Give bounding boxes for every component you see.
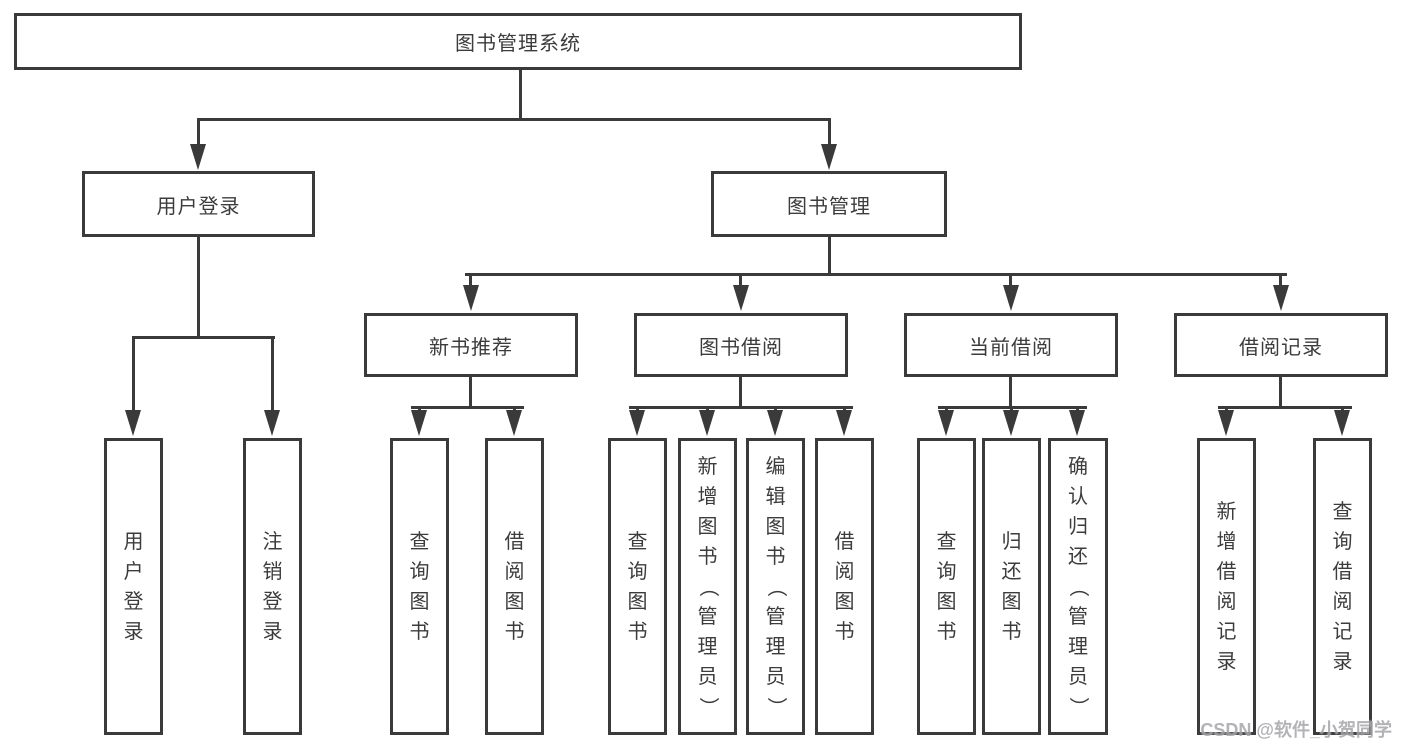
connector-line <box>1279 377 1282 406</box>
node-label: 注销登录 <box>262 530 283 643</box>
connector-line <box>197 118 200 146</box>
arrow-down <box>1003 285 1019 311</box>
arrow-down <box>821 144 837 170</box>
connector-line <box>271 336 274 412</box>
node-label: 查询借阅记录 <box>1332 500 1353 673</box>
arrow-down <box>629 410 645 436</box>
node-label: 图书借阅 <box>699 336 783 359</box>
node-label: 借阅图书 <box>834 530 855 643</box>
node-label: 图书管理系统 <box>455 33 581 55</box>
node-label: 图书管理 <box>787 195 871 218</box>
node-label: 编辑图书（管理员） <box>764 455 787 717</box>
node-borrow-records: 借阅记录 <box>1174 313 1388 377</box>
node-label: 查询图书 <box>936 530 957 643</box>
node-user-login: 用户登录 <box>82 171 315 237</box>
connector-line <box>197 237 200 336</box>
arrow-down <box>699 410 715 436</box>
leaf-add-books-admin: 新增图书（管理员） <box>678 438 737 735</box>
node-label: 查询图书 <box>627 530 648 643</box>
watermark: CSDN @软件_小贺同学 <box>1200 720 1392 740</box>
node-book-management: 图书管理 <box>711 171 947 237</box>
arrow-down <box>506 410 522 436</box>
arrow-down <box>264 410 280 436</box>
leaf-query-books-1: 查询图书 <box>390 438 449 735</box>
node-label: 当前借阅 <box>969 336 1053 359</box>
arrow-down <box>125 410 141 436</box>
node-label: 用户登录 <box>156 195 241 218</box>
connector-line <box>828 118 831 146</box>
node-label: 新书推荐 <box>429 336 513 359</box>
leaf-edit-books-admin: 编辑图书（管理员） <box>746 438 805 735</box>
connector-line <box>1009 377 1012 406</box>
connector-line <box>132 336 135 412</box>
connector-line <box>828 237 831 273</box>
arrow-down <box>1334 410 1350 436</box>
connector-line <box>519 70 522 118</box>
arrow-down <box>733 285 749 311</box>
arrow-down <box>1069 410 1085 436</box>
node-current-borrow: 当前借阅 <box>904 313 1118 377</box>
node-label: 确认归还（管理员） <box>1067 455 1089 717</box>
leaf-query-books-2: 查询图书 <box>608 438 667 735</box>
node-root: 图书管理系统 <box>14 13 1022 70</box>
node-label: 新增图书（管理员） <box>696 455 719 717</box>
connector-line <box>411 406 524 409</box>
leaf-user-login: 用户登录 <box>104 438 163 735</box>
connector-line <box>465 273 1287 276</box>
node-label: 借阅记录 <box>1239 336 1323 359</box>
node-book-borrow: 图书借阅 <box>634 313 848 377</box>
connector-line <box>1009 273 1012 287</box>
arrow-down <box>190 144 206 170</box>
node-label: 查询图书 <box>409 530 430 643</box>
leaf-borrow-books-1: 借阅图书 <box>485 438 544 735</box>
leaf-borrow-books-2: 借阅图书 <box>815 438 874 735</box>
connector-line <box>1218 406 1352 409</box>
connector-line <box>469 377 472 406</box>
connector-line <box>132 336 275 339</box>
connector-line <box>739 273 742 287</box>
leaf-query-borrow-record: 查询借阅记录 <box>1313 438 1372 735</box>
connector-line <box>469 273 472 287</box>
arrow-down <box>938 410 954 436</box>
connector-line <box>1279 273 1282 287</box>
arrow-down <box>1218 410 1234 436</box>
connector-line <box>197 118 831 121</box>
node-label: 借阅图书 <box>504 530 525 643</box>
leaf-return-books: 归还图书 <box>982 438 1041 735</box>
leaf-add-borrow-record: 新增借阅记录 <box>1197 438 1256 735</box>
arrow-down <box>1273 285 1289 311</box>
connector-line <box>739 377 742 406</box>
arrow-down <box>836 410 852 436</box>
node-label: 用户登录 <box>123 530 144 643</box>
arrow-down <box>1003 410 1019 436</box>
connector-line <box>629 406 853 409</box>
node-new-book-recommend: 新书推荐 <box>364 313 578 377</box>
arrow-down <box>463 285 479 311</box>
node-label: 新增借阅记录 <box>1216 500 1237 673</box>
leaf-logout: 注销登录 <box>243 438 302 735</box>
arrow-down <box>411 410 427 436</box>
leaf-query-books-3: 查询图书 <box>917 438 976 735</box>
node-label: 归还图书 <box>1001 530 1022 643</box>
leaf-confirm-return-admin: 确认归还（管理员） <box>1048 438 1108 735</box>
arrow-down <box>767 410 783 436</box>
